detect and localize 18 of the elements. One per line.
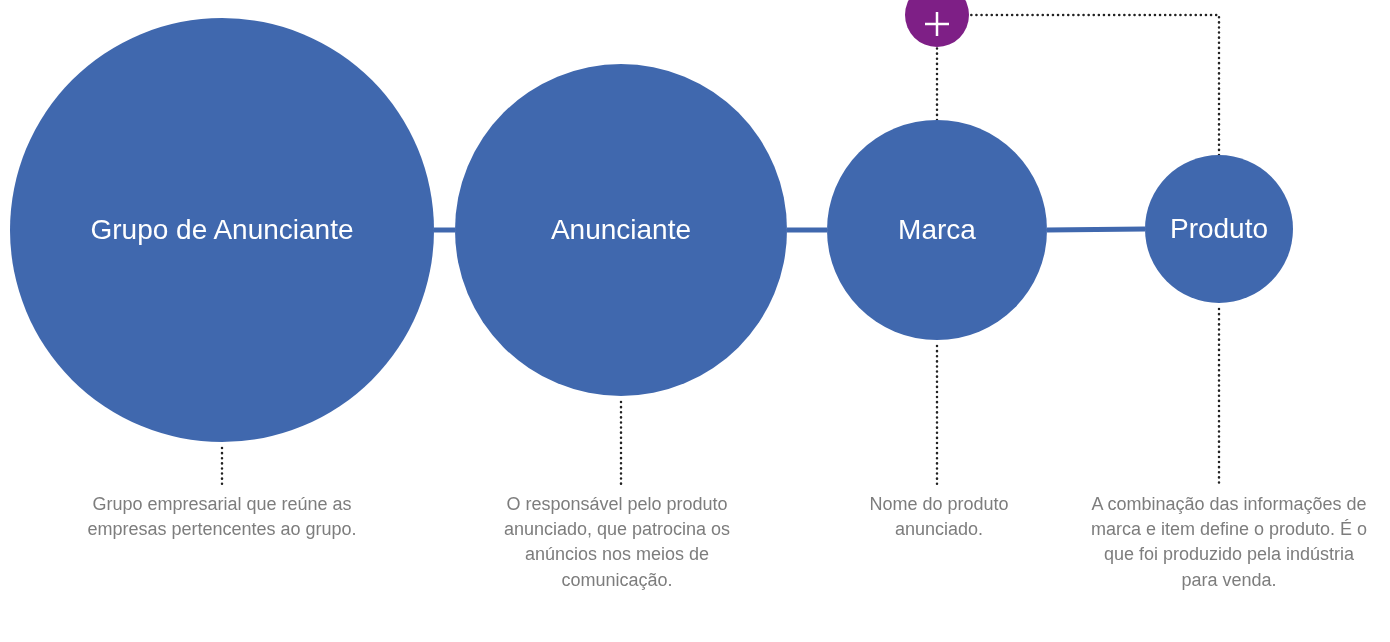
connector-line bbox=[1046, 226, 1146, 233]
dotted-connector bbox=[967, 13, 1221, 157]
node-title: Marca bbox=[898, 214, 976, 246]
dotted-connector bbox=[935, 344, 939, 486]
connector-line bbox=[787, 227, 827, 233]
description-text: A combinação das informações de marca e item define o produto. É o que foi produzido pela indústria para venda. bbox=[1089, 493, 1369, 592]
plus-circle bbox=[905, 0, 969, 47]
node-title: Produto bbox=[1169, 213, 1269, 245]
node-title: Grupo de Anunciante bbox=[90, 214, 354, 246]
dotted-connector bbox=[1217, 307, 1221, 486]
description-text: Nome do produto anunciado. bbox=[868, 493, 1010, 542]
dotted-connector bbox=[935, 45, 939, 122]
description-text: O responsável pelo produto anunciado, que patrocina os anúncios nos meios de comunicação. bbox=[502, 493, 732, 592]
dotted-connector bbox=[220, 446, 224, 486]
node-title: Anunciante bbox=[550, 214, 692, 246]
dotted-connector bbox=[619, 400, 623, 486]
description-text: Grupo empresarial que reúne as empresas pertencentes ao grupo. bbox=[86, 493, 358, 542]
connector-line bbox=[434, 227, 455, 233]
